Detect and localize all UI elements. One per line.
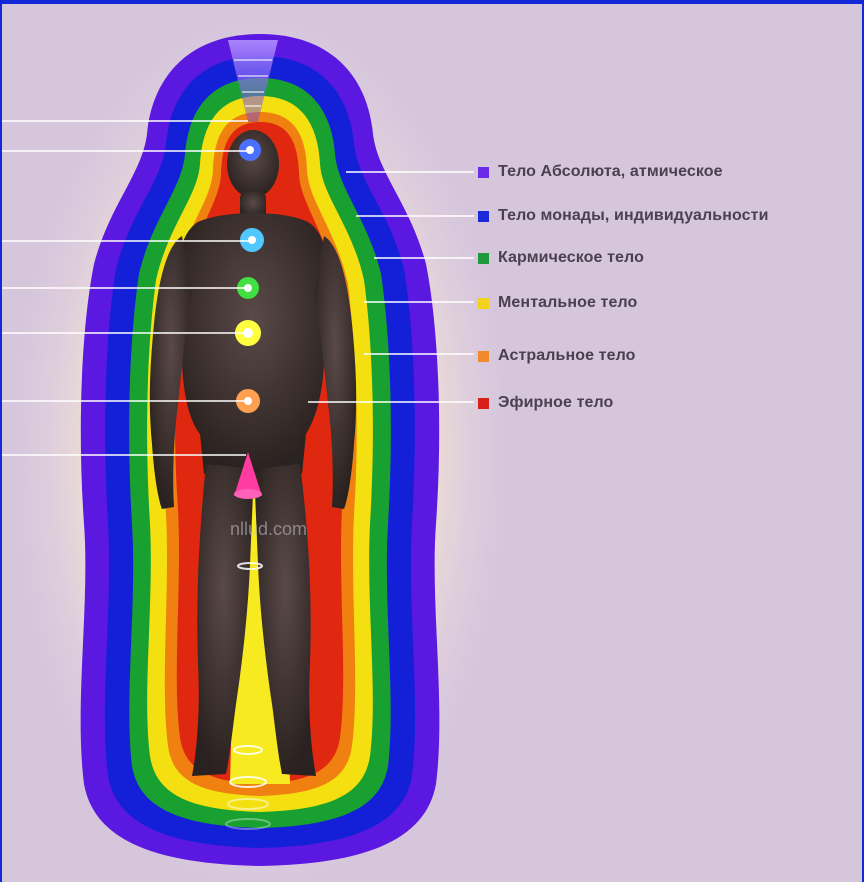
legend-label: Астральное тело xyxy=(498,347,636,365)
legend-swatch xyxy=(478,253,489,264)
legend-swatch xyxy=(478,167,489,178)
legend-item-mental: Ментальное тело xyxy=(478,293,637,313)
legend-swatch xyxy=(478,398,489,409)
legend-item-astral: Астральное тело xyxy=(478,346,636,366)
watermark-text: nllud.com xyxy=(230,519,307,540)
legend-label: Тело Абсолюта, атмическое xyxy=(498,163,723,181)
legend-swatch xyxy=(478,211,489,222)
legend-item-karmic: Кармическое тело xyxy=(478,248,644,268)
aura-illustration xyxy=(2,4,864,882)
legend-item-atmic: Тело Абсолюта, атмическое xyxy=(478,162,723,182)
legend-item-monadic: Тело монады, индивидуальности xyxy=(478,206,769,226)
legend-item-etheric: Эфирное тело xyxy=(478,393,613,413)
legend-swatch xyxy=(478,298,489,309)
legend-label: Тело монады, индивидуальности xyxy=(498,207,769,225)
legend-label: Ментальное тело xyxy=(498,294,637,312)
legend-swatch xyxy=(478,351,489,362)
legend-label: Эфирное тело xyxy=(498,394,613,412)
legend-label: Кармическое тело xyxy=(498,249,644,267)
